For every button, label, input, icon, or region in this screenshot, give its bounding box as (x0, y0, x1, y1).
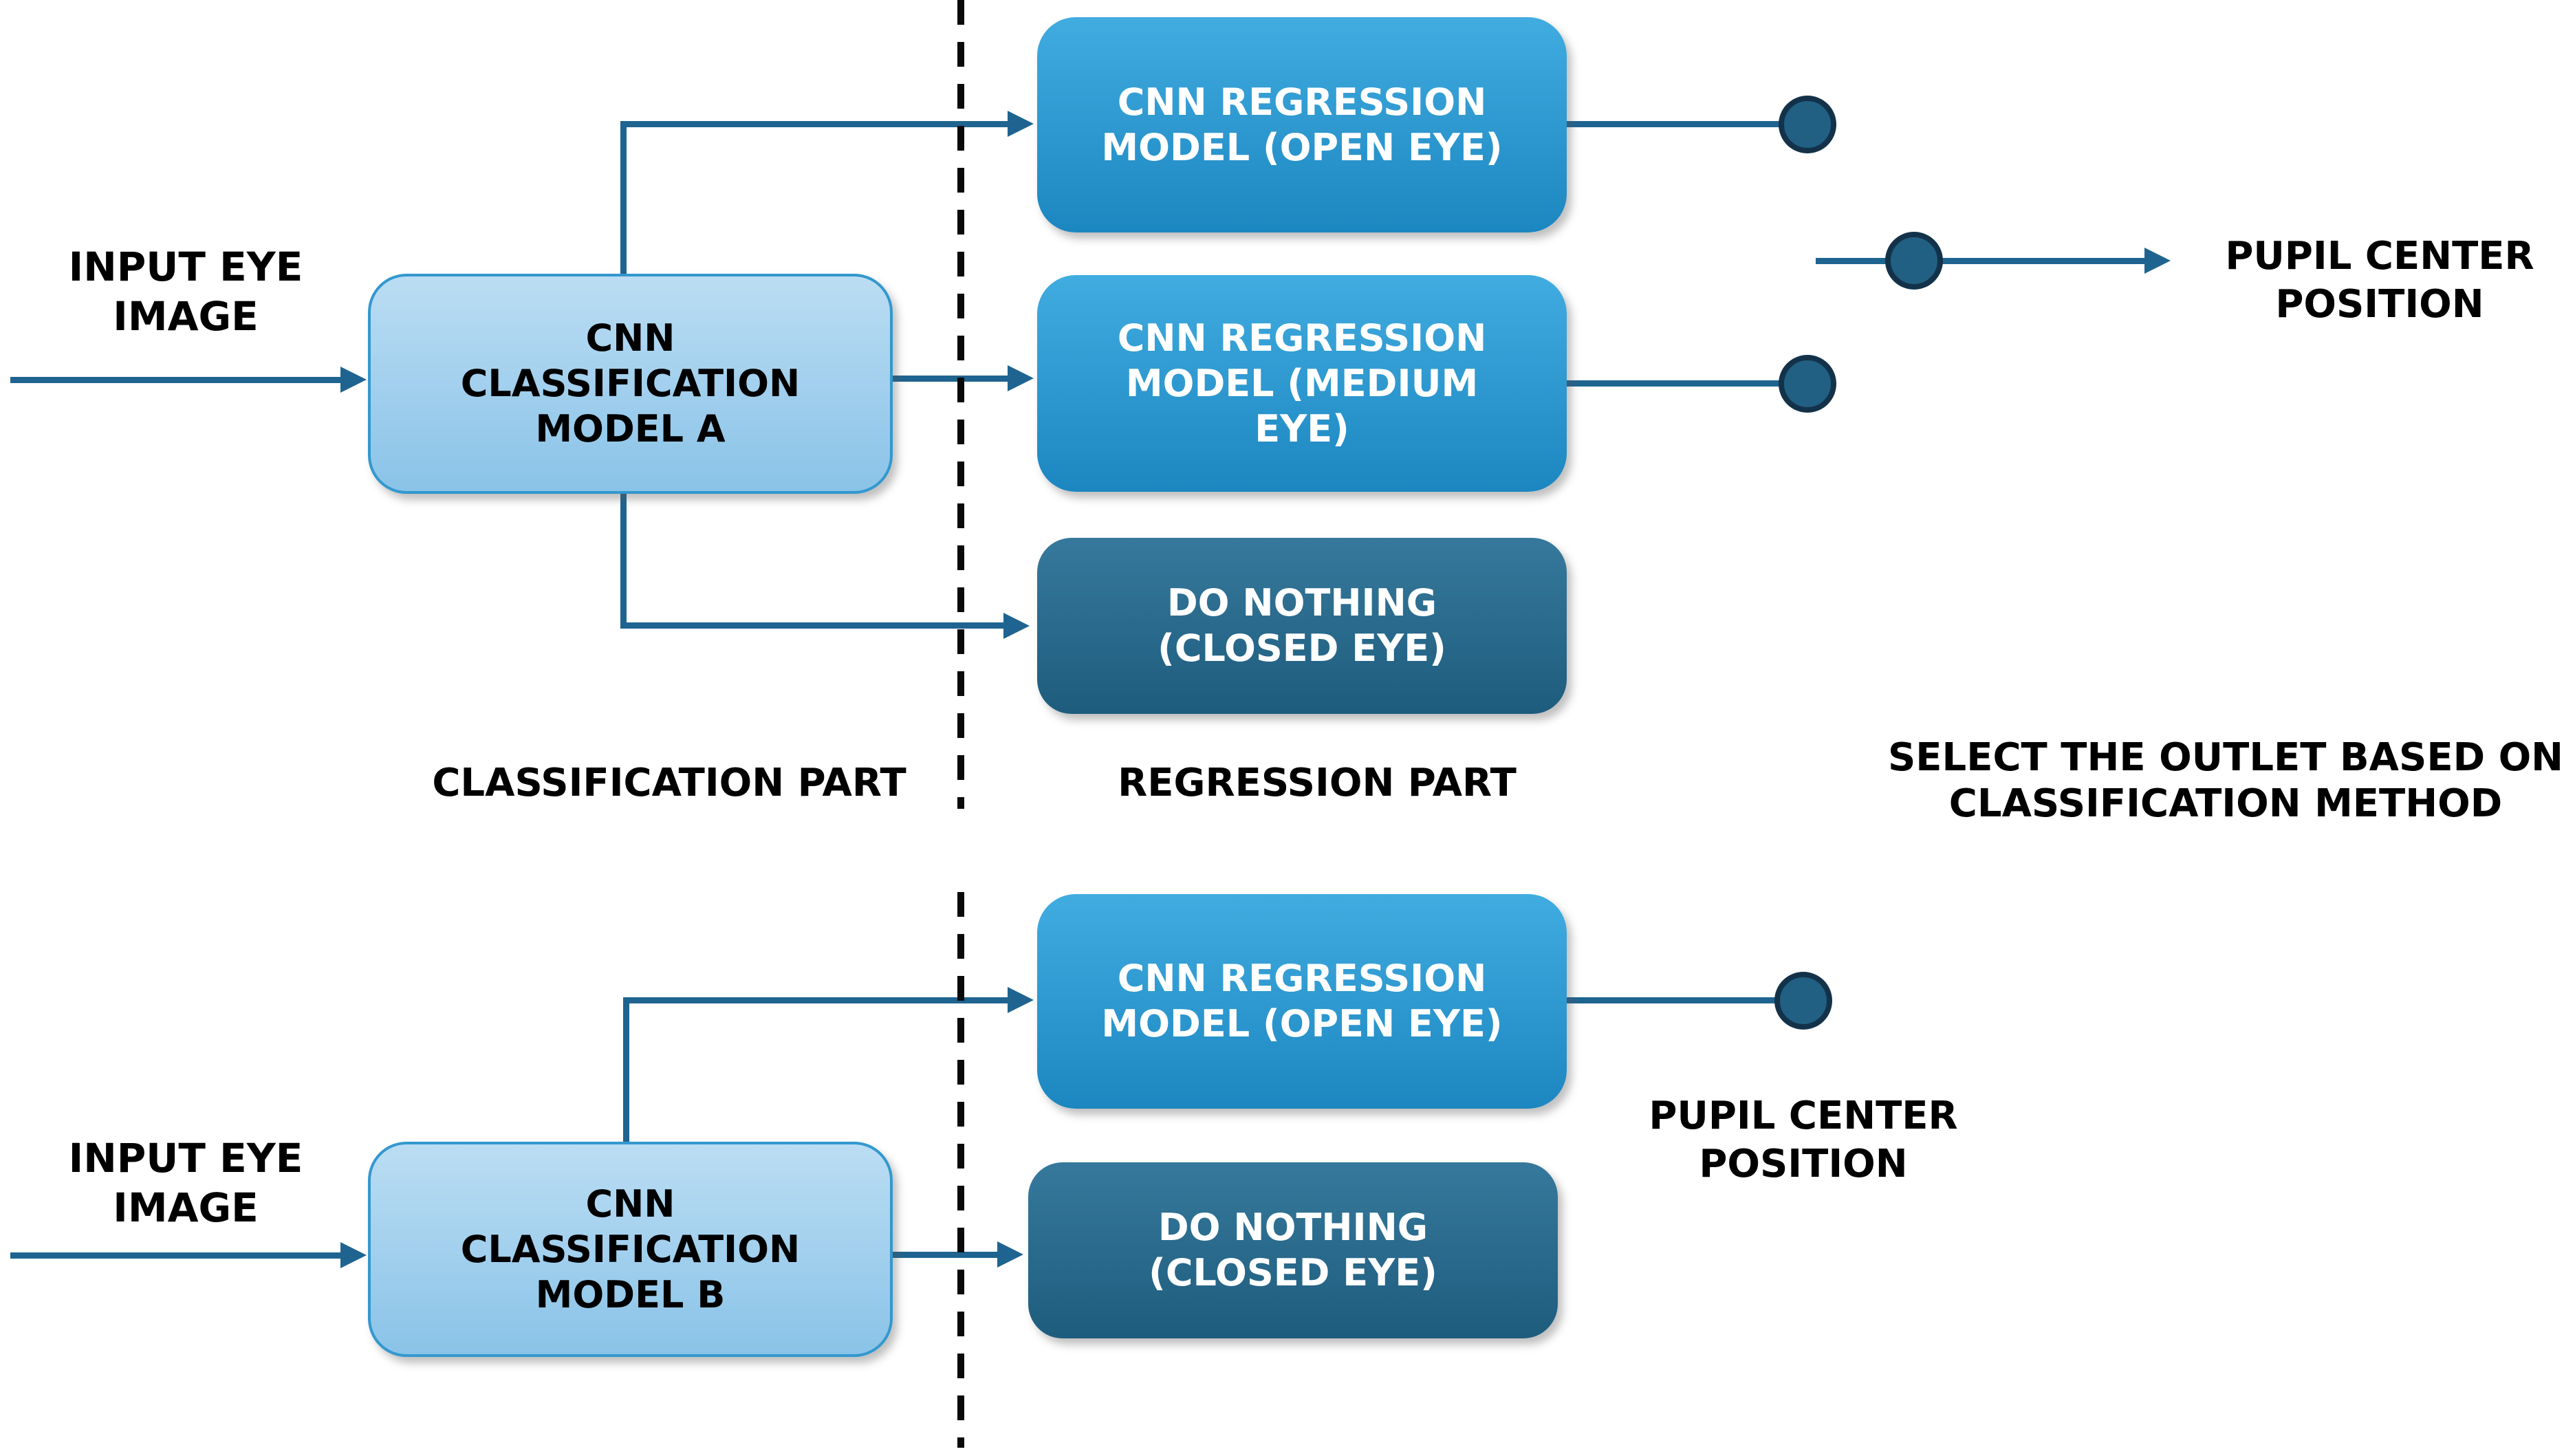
classification-model-a-node: CNN CLASSIFICATION MODEL A (368, 274, 893, 494)
regression-open-eye-label-bottom: CNN REGRESSION MODEL (OPEN EYE) (1101, 957, 1503, 1045)
do-nothing-node-bottom: DO NOTHING (CLOSED EYE) (1028, 1162, 1558, 1338)
regression-open-eye-node-top: CNN REGRESSION MODEL (OPEN EYE) (1037, 17, 1567, 232)
input-eye-image-label-bottom: INPUT EYE IMAGE (68, 1135, 303, 1231)
branch-line-up-a (620, 124, 627, 276)
outlet-line-open-eye-bottom (1567, 997, 1777, 1003)
dashed-divider-bottom (957, 892, 964, 1448)
arrowhead-icon (2144, 248, 2171, 274)
branch-line-to-open-eye-b (623, 997, 1008, 1003)
classification-part-label: CLASSIFICATION PART (432, 761, 906, 805)
regression-medium-eye-node: CNN REGRESSION MODEL (MEDIUM EYE) (1037, 275, 1567, 492)
input-eye-image-label-top: INPUT EYE IMAGE (68, 243, 303, 340)
selected-outlet-line (1816, 258, 2146, 264)
input-arrow-line-bottom (10, 1252, 340, 1259)
branch-line-up-b (623, 1000, 629, 1142)
arrowhead-icon (1008, 987, 1034, 1013)
arrowhead-icon (1003, 613, 1030, 639)
branch-line-to-do-nothing-a (620, 622, 1003, 629)
input-arrow-line-top (10, 377, 340, 383)
branch-line-to-open-eye-a (620, 121, 1008, 127)
do-nothing-node-top: DO NOTHING (CLOSED EYE) (1037, 538, 1567, 714)
outlet-dot-open-eye-top (1779, 96, 1836, 153)
arrowhead-icon (340, 367, 367, 393)
outlet-dot-medium-eye (1779, 355, 1836, 413)
arrowhead-icon (997, 1241, 1023, 1268)
pupil-center-position-label-top: PUPIL CENTER POSITION (2225, 234, 2534, 327)
outlet-line-open-eye-top (1567, 121, 1781, 127)
arrowhead-icon (1008, 365, 1034, 391)
classification-model-b-label: CNN CLASSIFICATION MODEL B (460, 1182, 801, 1316)
selected-outlet-dot (1885, 232, 1943, 290)
classification-model-a-label: CNN CLASSIFICATION MODEL A (460, 316, 801, 450)
regression-medium-eye-label: CNN REGRESSION MODEL (MEDIUM EYE) (1117, 316, 1487, 450)
classification-model-b-node: CNN CLASSIFICATION MODEL B (368, 1142, 893, 1357)
outlet-line-medium-eye (1567, 380, 1781, 387)
arrowhead-icon (1008, 111, 1034, 137)
dashed-divider-top (957, 0, 964, 809)
do-nothing-label-bottom: DO NOTHING (CLOSED EYE) (1149, 1206, 1437, 1294)
select-outlet-method-label: SELECT THE OUTLET BASED ON CLASSIFICATIO… (1887, 735, 2564, 826)
do-nothing-label-top: DO NOTHING (CLOSED EYE) (1158, 581, 1446, 670)
pupil-center-position-label-bottom: PUPIL CENTER POSITION (1649, 1094, 1958, 1186)
regression-open-eye-node-bottom: CNN REGRESSION MODEL (OPEN EYE) (1037, 894, 1567, 1109)
outlet-dot-open-eye-bottom (1774, 972, 1832, 1030)
regression-open-eye-label-top: CNN REGRESSION MODEL (OPEN EYE) (1101, 80, 1503, 169)
arrow-line-to-medium-eye (887, 376, 1008, 382)
branch-line-down-a (620, 488, 627, 629)
arrowhead-icon (340, 1242, 367, 1268)
regression-part-label: REGRESSION PART (1118, 761, 1517, 805)
arrow-line-to-do-nothing-b (887, 1252, 997, 1258)
